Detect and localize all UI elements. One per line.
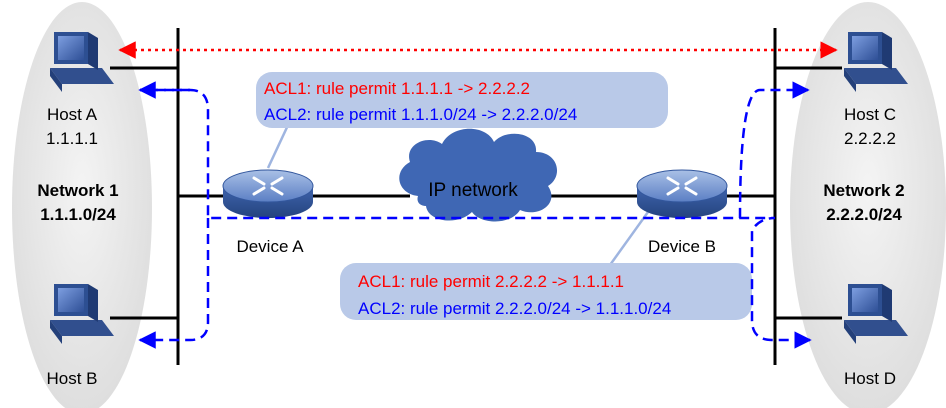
traffic-arrow-host-b <box>138 218 210 349</box>
router-icon <box>222 169 314 218</box>
host-a-ip: 1.1.1.1 <box>46 129 98 148</box>
traffic-arrow-host-c <box>738 81 810 219</box>
traffic-path-dashed <box>140 88 810 342</box>
callout-2-acl1: ACL1: rule permit 2.2.2.2 -> 1.1.1.1 <box>358 272 624 291</box>
callout-1-acl2: ACL2: rule permit 1.1.1.0/24 -> 2.2.2.0/… <box>264 105 577 124</box>
host-c-ip: 2.2.2.2 <box>844 129 896 148</box>
pc-icon <box>50 284 114 344</box>
network-1-subnet: 1.1.1.0/24 <box>40 205 116 224</box>
callout-2-acl2: ACL2: rule permit 2.2.2.0/24 -> 1.1.1.0/… <box>358 299 671 318</box>
device-b-label: Device B <box>648 237 716 256</box>
host-c-label: Host C <box>844 105 896 124</box>
callout-2: ACL1: rule permit 2.2.2.2 -> 1.1.1.1 ACL… <box>340 263 752 320</box>
network-1-name: Network 1 <box>37 181 118 200</box>
host-d-label: Host D <box>844 369 896 388</box>
network-1-area <box>12 2 152 408</box>
network-2-name: Network 2 <box>823 181 904 200</box>
ip-network-cloud: IP network <box>399 128 558 222</box>
callout-1: ACL1: rule permit 1.1.1.1 -> 2.2.2.2 ACL… <box>256 72 668 128</box>
router-icon <box>636 169 728 218</box>
host-b-label: Host B <box>46 369 97 388</box>
host-a-label: Host A <box>47 105 98 124</box>
network-2-subnet: 2.2.2.0/24 <box>826 205 902 224</box>
callout-1-acl1: ACL1: rule permit 1.1.1.1 -> 2.2.2.2 <box>264 79 530 98</box>
callout-2-pointer <box>608 211 650 266</box>
pc-icon <box>844 284 908 344</box>
pc-icon <box>844 32 908 92</box>
cloud-label: IP network <box>428 180 518 201</box>
device-a-label: Device A <box>236 237 304 256</box>
pc-icon <box>50 32 114 92</box>
network-2-area <box>790 2 946 408</box>
